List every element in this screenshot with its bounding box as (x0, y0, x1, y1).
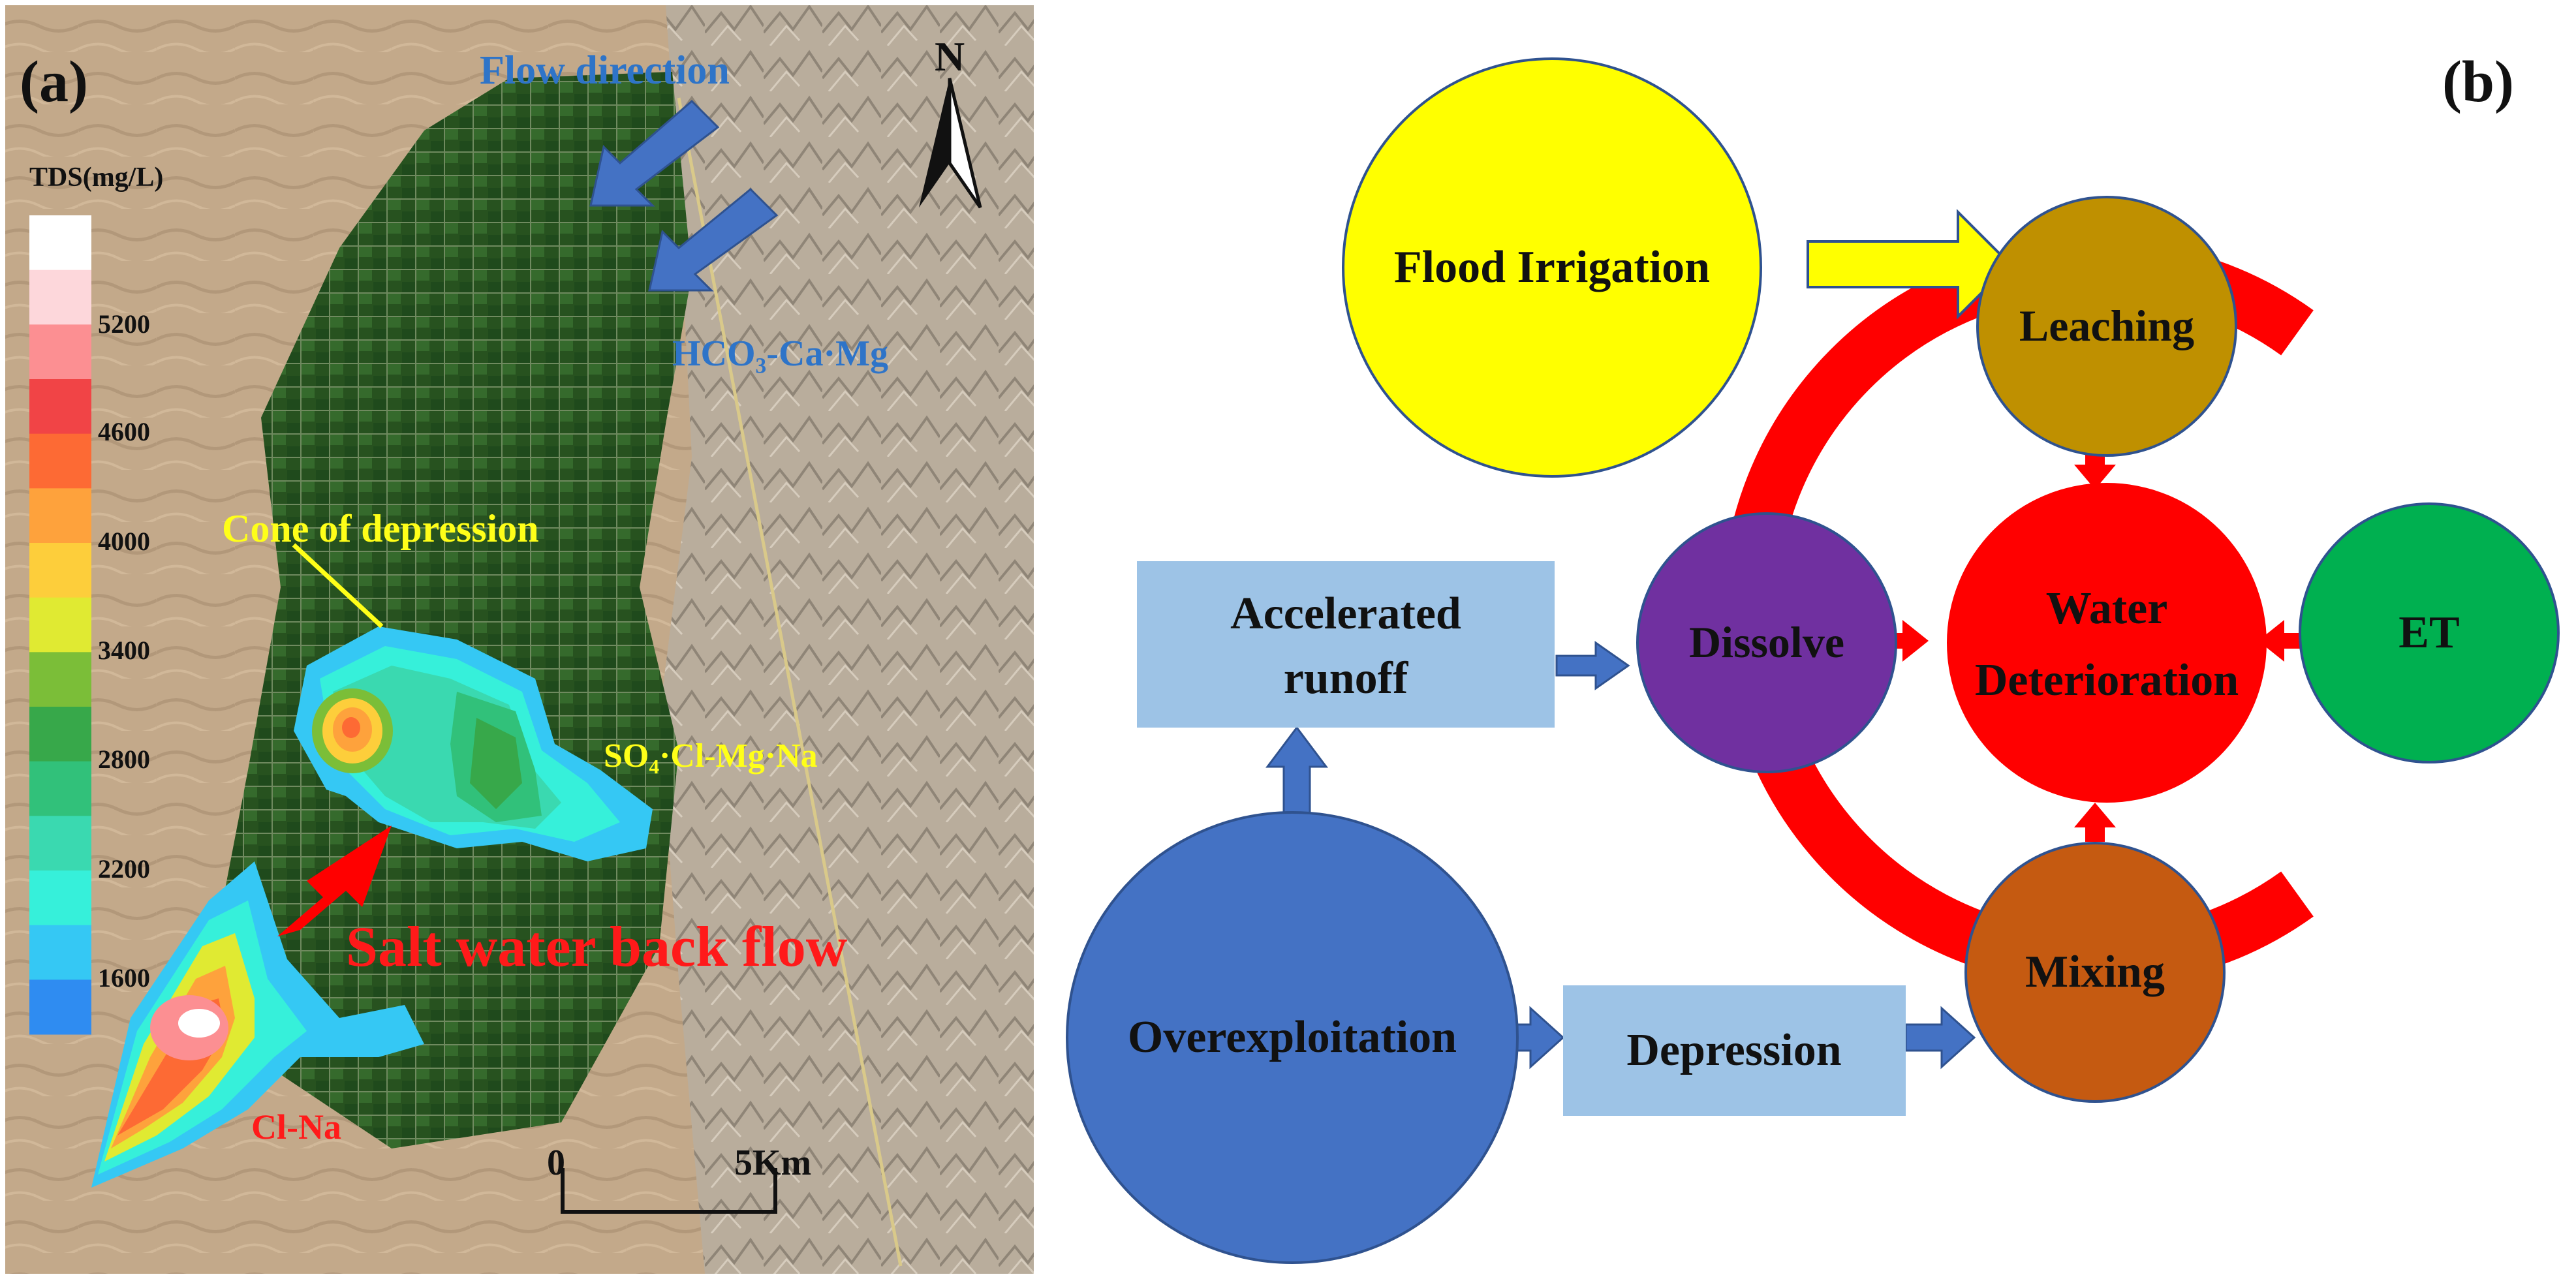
north-arrow: N (919, 33, 982, 209)
cone-of-depression-label: Cone of depression (222, 507, 539, 550)
legend-swatch (29, 324, 91, 380)
legend-tick-label: 3400 (98, 636, 150, 665)
svg-text:Leaching: Leaching (2019, 301, 2194, 350)
node-leaching: Leaching (1976, 196, 2237, 457)
legend-swatch (29, 707, 91, 762)
tds-legend: TDS(mg/L) 5200 4600 4000 3400 2800 2200 1600 (29, 162, 163, 1035)
legend-swatch (29, 433, 91, 489)
svg-text:Depression: Depression (1626, 1025, 1841, 1075)
node-depression: Depression (1563, 985, 1906, 1116)
contour-plume-southwest (91, 861, 424, 1188)
svg-text:Flood Irrigation: Flood Irrigation (1394, 242, 1710, 292)
svg-text:runoff: runoff (1284, 653, 1408, 703)
legend-tick-label: 2200 (98, 854, 150, 884)
cl-na-type-label: Cl-Na (251, 1107, 341, 1147)
svg-text:Accelerated: Accelerated (1230, 589, 1461, 639)
scale-end-label: 5Km (734, 1143, 811, 1183)
panel-a-map: TDS(mg/L) 5200 4600 4000 3400 2800 2200 1600 N… (5, 5, 1034, 1274)
legend-tick-label: 4600 (98, 417, 150, 446)
arrow-leaching-to-deterioration (2074, 450, 2116, 489)
legend-swatch (29, 979, 91, 1035)
node-overexploitation: Overexploitation (1066, 811, 1519, 1264)
node-water-deterioration: Water Deterioration (1947, 483, 2267, 803)
legend-tick-label: 1600 (98, 963, 150, 993)
flow-direction-label: Flow direction (480, 48, 730, 93)
svg-text:ET: ET (2398, 608, 2459, 658)
salt-water-backflow-arrow (277, 825, 392, 936)
legend-swatch (29, 816, 91, 871)
legend-swatch (29, 871, 91, 926)
node-mixing: Mixing (1964, 842, 2226, 1103)
svg-text:Mixing: Mixing (2025, 947, 2165, 997)
salt-water-backflow-label: Salt water back flow (346, 916, 848, 979)
node-accelerated-runoff: Accelerated runoff (1137, 561, 1555, 728)
contour-cone-of-depression (294, 626, 653, 861)
panel-a-label: (a) (20, 50, 88, 114)
cone-pointer-line (292, 543, 384, 628)
hco3-type-label: HCO₃-Ca·Mg (672, 333, 888, 374)
legend-tick-label: 4000 (98, 527, 150, 556)
scale-start-label: 0 (547, 1143, 565, 1183)
arrow-dissolve-to-deterioration (1886, 620, 1929, 662)
arrow-et-to-deterioration (2258, 620, 2301, 662)
legend-swatch (29, 215, 91, 271)
legend-swatch (29, 488, 91, 544)
arrow-mixing-to-deterioration (2074, 803, 2116, 842)
north-label: N (935, 33, 965, 80)
svg-text:Dissolve: Dissolve (1689, 617, 1844, 667)
tds-legend-title: TDS(mg/L) (29, 162, 163, 193)
flow-arrow-1 (589, 99, 720, 207)
legend-swatch (29, 761, 91, 816)
svg-text:Water: Water (2046, 583, 2168, 634)
legend-tick-label: 2800 (98, 745, 150, 774)
legend-swatch (29, 597, 91, 653)
panel-b-label: (b) (2442, 50, 2514, 114)
so4-type-label: SO₄·Cl-Mg·Na (604, 737, 818, 775)
svg-text:Deterioration: Deterioration (1975, 655, 2239, 705)
flow-arrow-2 (648, 187, 779, 292)
legend-swatch (29, 543, 91, 598)
node-et: ET (2299, 502, 2560, 763)
arrow-overexploitation-to-runoff (1265, 726, 1328, 817)
legend-swatch (29, 379, 91, 435)
node-dissolve: Dissolve (1636, 512, 1897, 773)
node-flood-irrigation: Flood Irrigation (1342, 57, 1762, 478)
arrow-runoff-to-dissolve (1555, 641, 1630, 690)
scale-bar: 0 5Km (547, 1143, 811, 1214)
road (677, 97, 903, 1267)
arrow-depression-to-mixing (1904, 1006, 1976, 1070)
legend-tick-label: 5200 (98, 309, 150, 339)
svg-text:Overexploitation: Overexploitation (1128, 1012, 1457, 1062)
legend-swatch (29, 652, 91, 707)
panel-b-diagram: (b) Flood Irrigation Leaching Water Dete… (1066, 50, 2560, 1264)
legend-swatch (29, 270, 91, 325)
legend-swatch (29, 925, 91, 980)
mountain-region (659, 5, 1034, 1274)
